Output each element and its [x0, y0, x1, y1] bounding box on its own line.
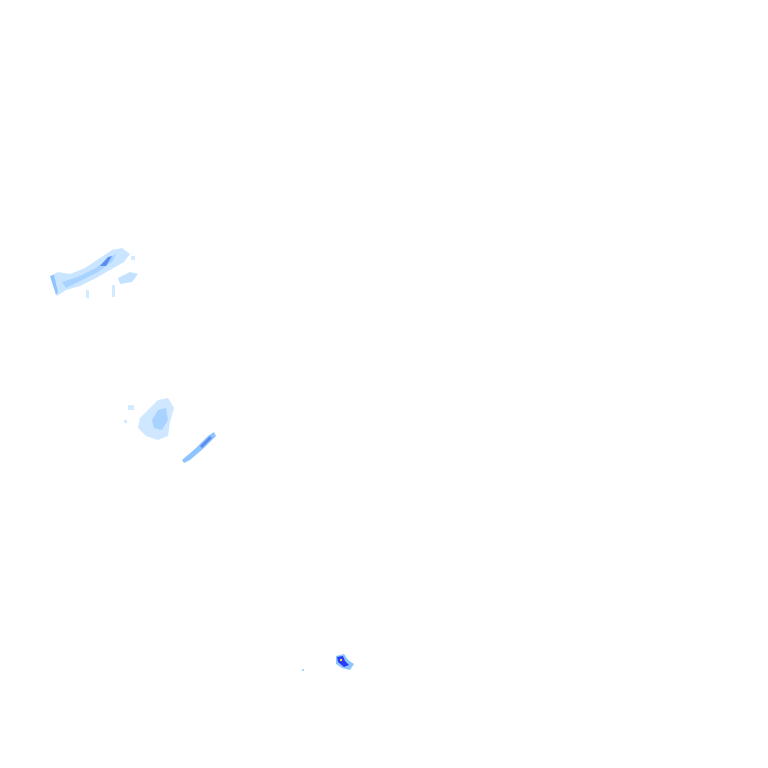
precip-line-west	[182, 432, 216, 463]
precip-storm-intense	[337, 656, 349, 667]
precip-speck	[124, 420, 127, 423]
precip-speck	[112, 285, 115, 297]
precip-speck	[302, 669, 304, 671]
precip-fragment	[118, 272, 138, 284]
precip-line-core	[200, 436, 212, 448]
precip-cell-west	[124, 398, 174, 440]
precip-cell-northwest	[50, 248, 138, 298]
precip-band-moderate	[62, 254, 116, 288]
precip-cluster-moderate	[152, 408, 168, 430]
precip-core	[100, 256, 112, 266]
precip-edge	[50, 275, 58, 295]
precip-storm-core	[340, 659, 342, 661]
precip-line	[182, 432, 216, 463]
precip-cell-south	[302, 654, 354, 671]
precip-speck	[128, 405, 134, 410]
precip-speck	[131, 256, 135, 260]
precip-speck	[86, 290, 89, 298]
